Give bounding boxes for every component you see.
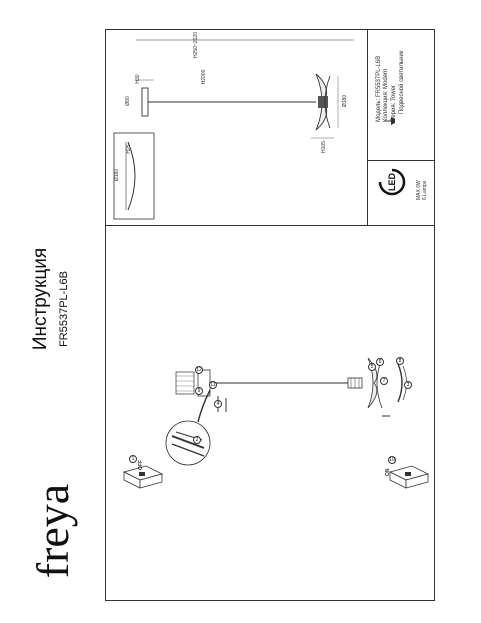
spec-row-collection: Коллекция: Modern [383,46,391,122]
callout-8: 8 [396,357,404,365]
spec-value: Modern [383,68,389,89]
frame-divider [105,225,435,226]
dim-detail-h: H25 [126,144,132,154]
model-code: FR5537PL-L6B [58,271,70,347]
led-text: LED [387,173,397,191]
spec-row-type: Подвесной светильник [399,34,407,114]
pendant-type-icon [385,113,395,125]
callout-11: 11 [209,381,217,389]
dim-top-h: H30 [135,74,141,84]
dim-rod-h: H2000 [201,69,207,85]
instruction-frame [105,29,435,601]
brand-logo: freya [27,483,78,579]
spec-label: Модель: [376,98,382,122]
callout-1: 1 [129,455,137,463]
dimension-drawing [113,39,354,220]
dim-shade-dia: Ø180 [342,94,348,108]
callout-6: 6 [376,358,384,366]
lamp-count: 6 Lamps [422,180,428,200]
callout-7: 7 [380,377,388,385]
installation-drawing [122,357,430,489]
spec-value: Подвесной светильник [399,50,405,114]
spec-value: Tower [391,85,397,102]
callout-5: 5 [368,363,376,371]
led-badge: LED [378,168,406,196]
callout-9: 9 [195,387,203,395]
callout-2: 2 [193,436,201,444]
spec-value: FR5537PL-L6B [376,55,382,98]
switch-on-label: ON [385,468,391,477]
callout-3: 3 [404,381,412,389]
dim-total-length: H250~2120 [193,32,199,58]
dim-shade-h: H105 [321,141,327,153]
spec-divider [367,29,368,225]
spec-box-divider [367,160,435,161]
callout-10: 10 [388,456,396,464]
page-title: Инструкция [30,247,51,351]
dim-detail-dia: Ø180 [114,168,120,182]
switch-off-label: OFF [138,460,144,470]
dim-top-dia: Ø80 [125,96,131,106]
callout-12: 12 [195,366,203,374]
callout-4: 4 [214,400,222,408]
